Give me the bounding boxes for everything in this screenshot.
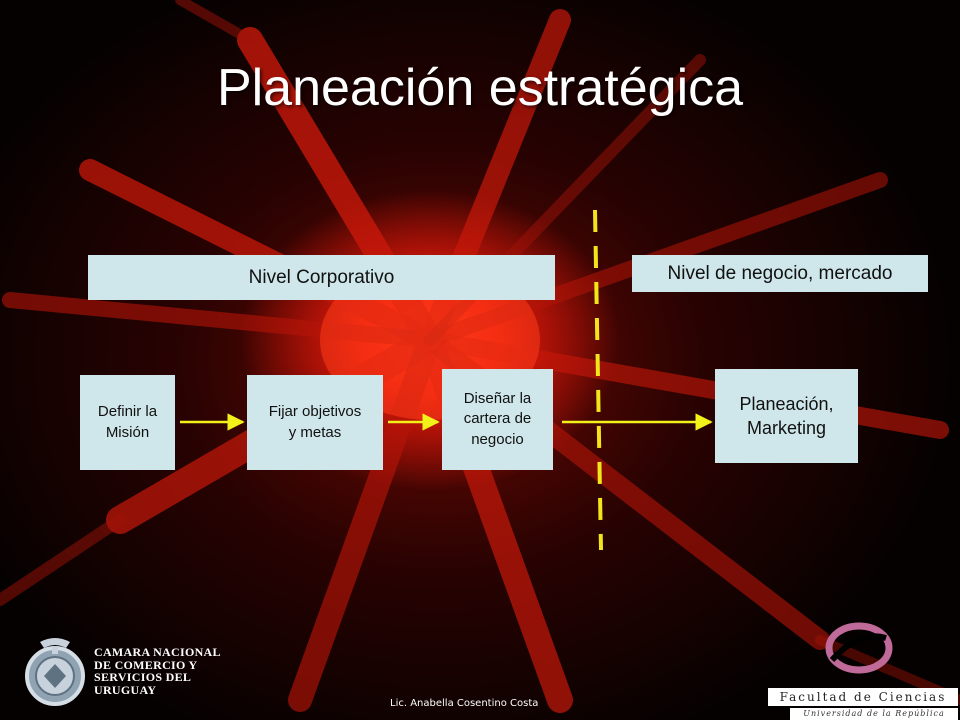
- chamber-name-line-1: Camara Nacional: [94, 645, 221, 659]
- step-define-mission-label: Definir la Misión: [97, 403, 158, 441]
- chamber-name-lines: Camara Nacional de Comercio y Servicios …: [94, 646, 224, 696]
- author-credit: Lic. Anabella Cosentino Costa: [390, 698, 539, 709]
- business-level-box: Nivel de negocio, mercado: [632, 255, 928, 292]
- step-marketing-planning-box: Planeación, Marketing: [715, 369, 858, 463]
- step-design-portfolio-box: Diseñar la cartera de negocio: [442, 369, 553, 470]
- faculty-logo: Facultad de Ciencias Universidad de la R…: [768, 620, 960, 720]
- faculty-mark-icon: [825, 622, 893, 674]
- business-level-label: Nivel de negocio, mercado: [667, 262, 893, 284]
- step-define-mission-box: Definir la Misión: [80, 375, 175, 470]
- step-marketing-planning-label: Planeación, Marketing: [739, 393, 834, 438]
- step-set-objectives-label: Fijar objetivos y metas: [268, 403, 362, 441]
- slide-title: Planeación estratégica: [216, 59, 744, 117]
- corporate-level-box: Nivel Corporativo: [88, 255, 555, 300]
- step-design-portfolio-label: Diseñar la cartera de negocio: [463, 390, 532, 448]
- chamber-name-line-4: Uruguay: [94, 682, 157, 697]
- faculty-name: Facultad de Ciencias: [768, 688, 958, 706]
- university-name: Universidad de la República: [790, 708, 958, 720]
- chamber-of-commerce-logo: Camara Nacional de Comercio y Servicios …: [18, 628, 221, 718]
- chamber-name-line-3: Servicios del: [94, 670, 192, 685]
- step-set-objectives-box: Fijar objetivos y metas: [247, 375, 383, 470]
- corporate-level-label: Nivel Corporativo: [248, 266, 395, 288]
- chamber-name-line-2: de Comercio y: [94, 657, 198, 672]
- chamber-seal-icon: [25, 638, 85, 706]
